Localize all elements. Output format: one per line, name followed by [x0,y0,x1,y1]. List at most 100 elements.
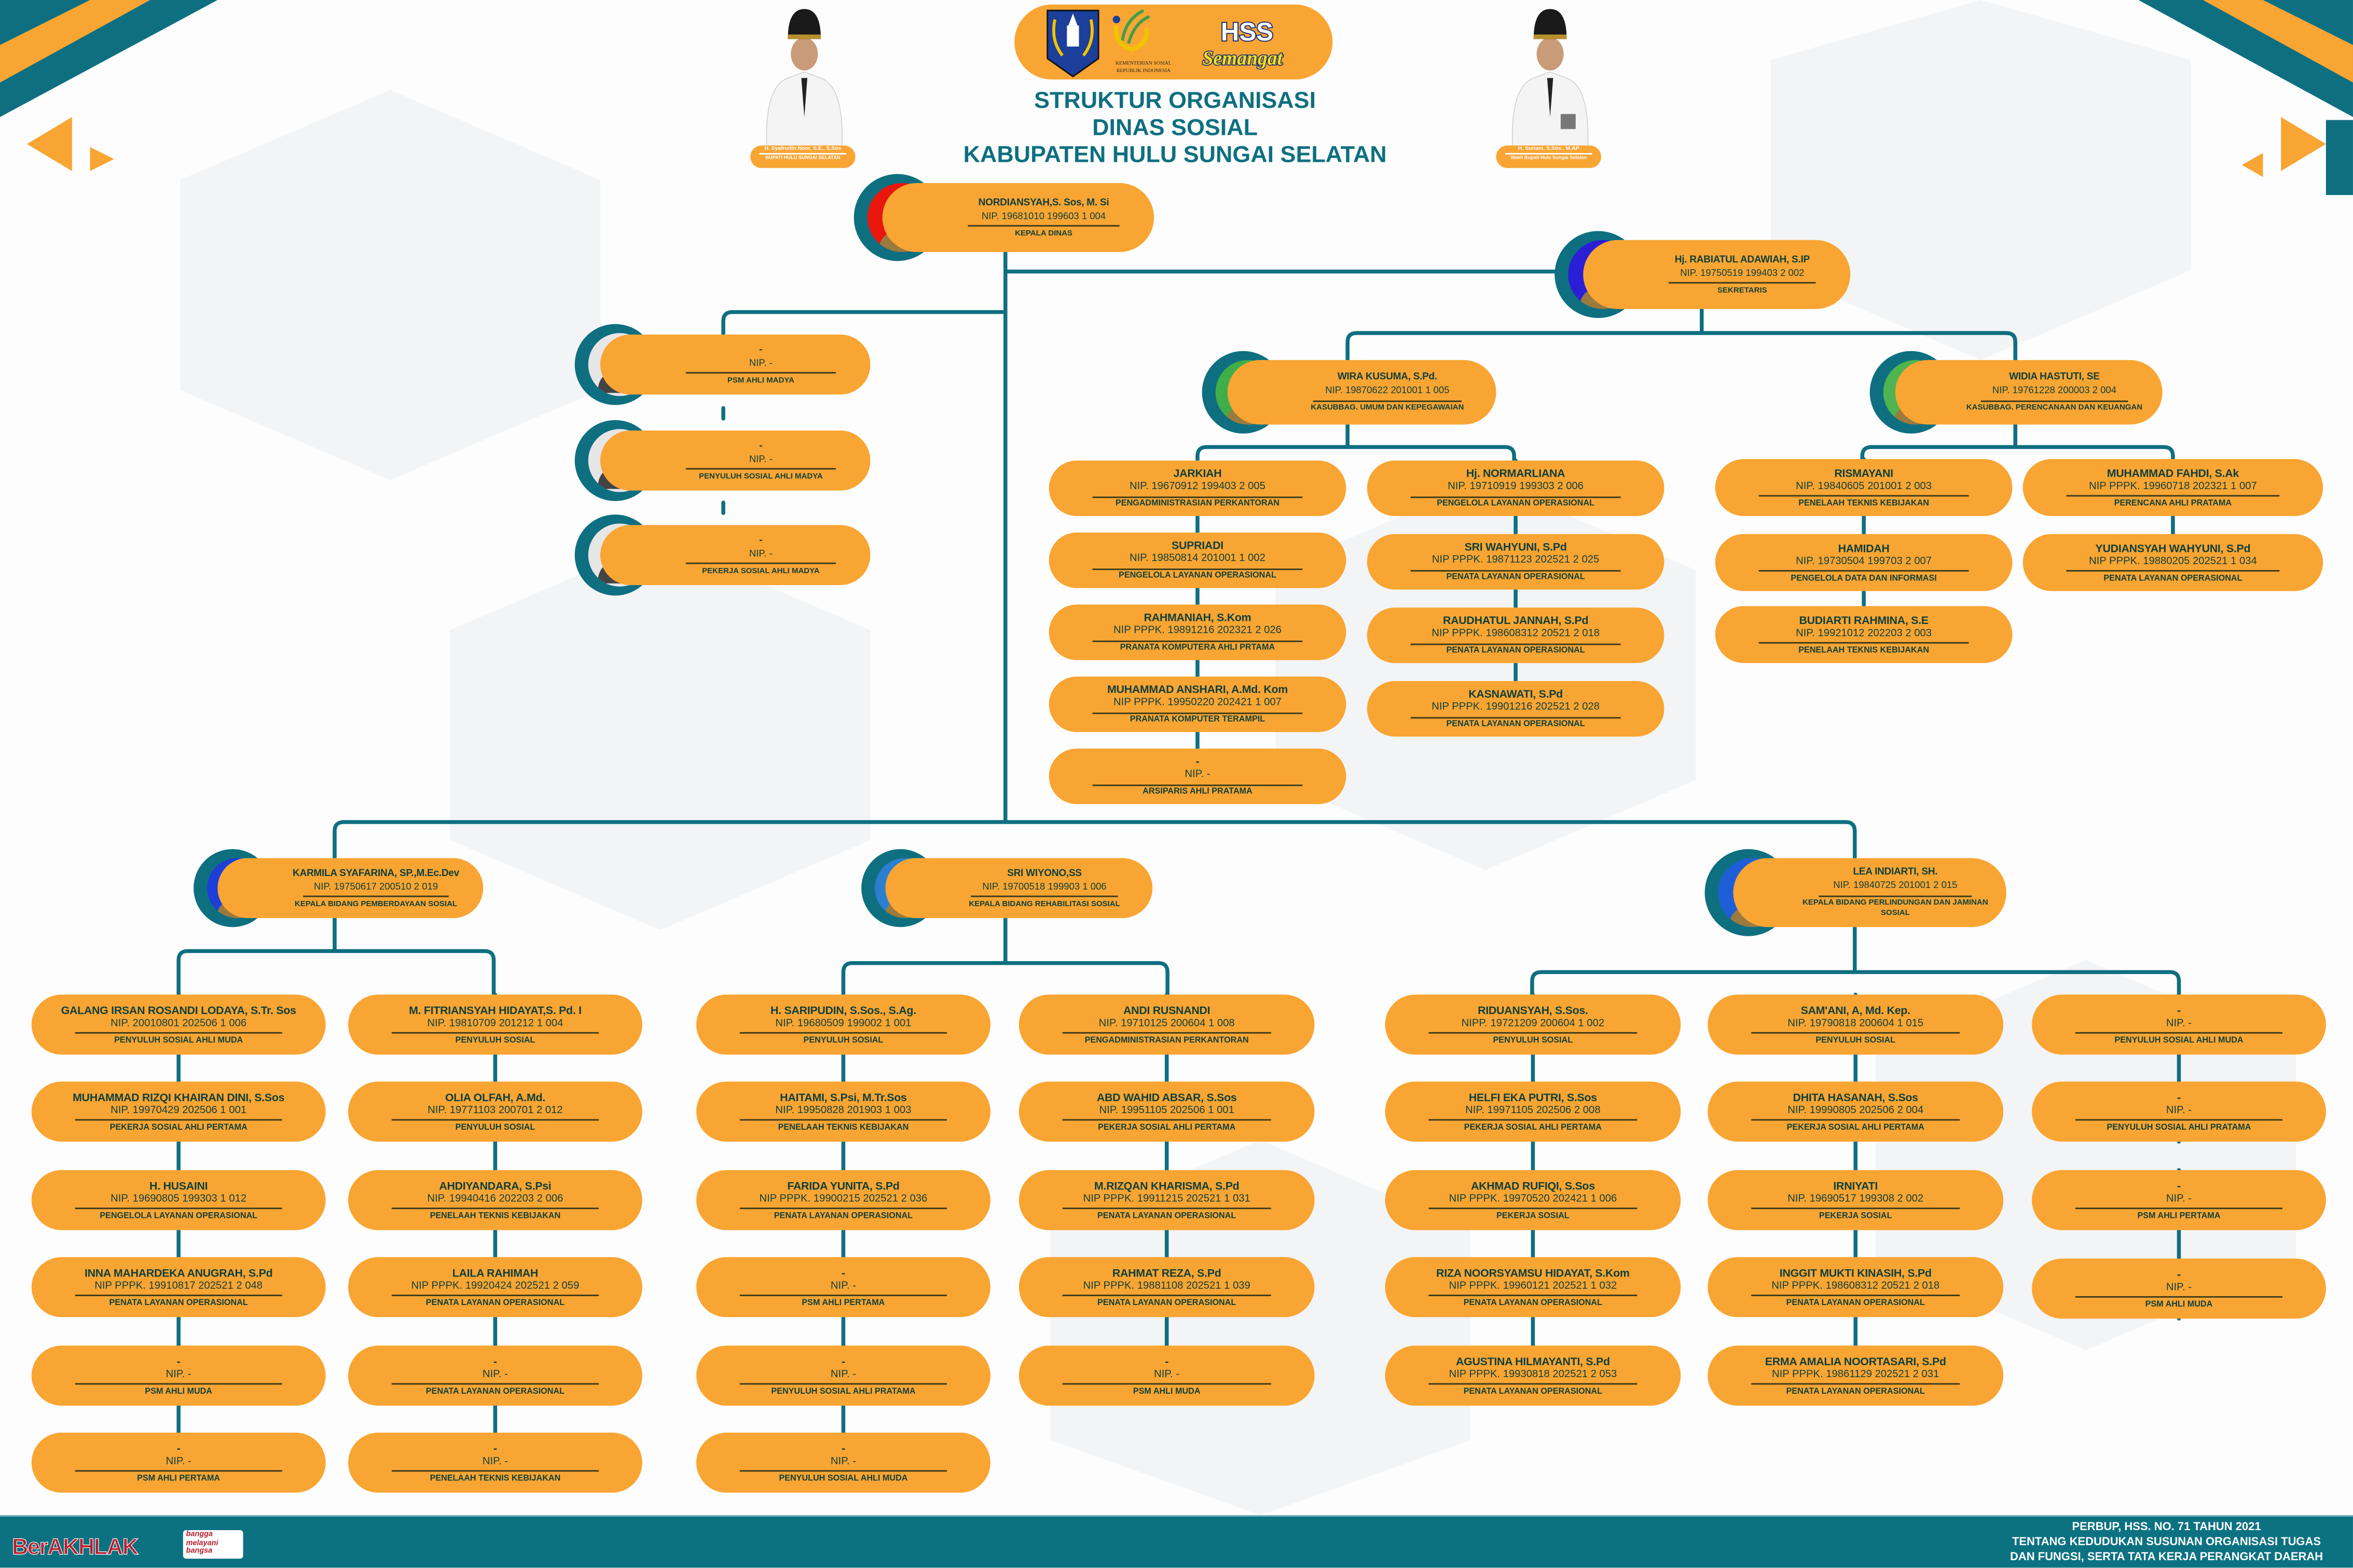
person-position: PENATA LAYANAN OPERASIONAL [1446,720,1585,730]
divider [1428,1383,1637,1385]
berakhlak-logo: BerAKHLAK [12,1534,139,1560]
person-nip: NIP. 19970429 202506 1 001 [111,1105,247,1116]
person-name: RAHMANIAH, S.Kom [1144,610,1251,625]
divider [75,1032,282,1034]
person-nip: NIP PPPK. 198608312 20521 2 018 [1432,629,1600,640]
kemensos-logo-icon [1112,9,1150,52]
person-position: PRANATA KOMPUTER TERAMPIL [1130,716,1265,725]
divider [968,225,1120,227]
divider [75,1383,282,1385]
person-nip: NIP. - [749,454,773,465]
person-name: SRI WIYONO,SS [1007,868,1082,879]
person-position: PEKERJA SOSIAL AHLI PERTAMA [109,1123,247,1132]
divider [685,468,836,470]
person-position: PENELAAH TEKNIS KEBIJAKAN [430,1474,561,1483]
person-position: KASUBBAG. PERENCANAAN DAN KEUANGAN [1966,404,2143,413]
person-position: PENGELOLA LAYANAN OPERASIONAL [1437,499,1595,509]
person-nip: NIP PPPK. 19911215 202521 1 031 [1083,1194,1250,1204]
person-position: PERENCANA AHLI PRATAMA [2114,499,2232,508]
regulation-reference: PERBUP, HSS. NO. 71 TAHUN 2021 TENTANG K… [2010,1520,2323,1564]
page-title-line-3: KABUPATEN HULU SUNGAI SELATAN [963,142,1387,168]
person-nip: NIP. 19761228 200003 2 004 [1992,385,2116,397]
staff-card: -NIP. -PSM AHLI PERTAMA [696,1257,990,1317]
person-nip: NIP. 20010801 202506 1 006 [111,1018,247,1029]
person-position: PENATA LAYANAN OPERASIONAL [425,1298,565,1308]
divider [1313,400,1462,402]
divider [1063,1119,1271,1121]
staff-card: -NIP. -PSM AHLI PERTAMA [31,1433,326,1493]
hss-regency-shield-icon [1047,9,1099,78]
person-name: ERMA AMALIA NOORTASARI, S.Pd [1765,1354,1946,1368]
person-name: DHITA HASANAH, S.Sos [1793,1090,1919,1104]
page-title-line-2: DINAS SOSIAL [1092,115,1258,141]
divider [740,1032,947,1034]
divider [740,1119,947,1121]
person-name: H. SARIPUDIN, S.Sos., S.Ag. [770,1003,916,1017]
person-nip: NIP PPPK. 19960718 202321 1 007 [2088,481,2257,492]
divider [2067,495,2279,497]
person-position: ARSIPARIS AHLI PRATAMA [1143,787,1253,797]
person-nip: NIP PPPK. 19960121 202521 1 032 [1449,1281,1617,1292]
divider [1668,282,1817,284]
person-position: PENGELOLA DATA DAN INFORMASI [1791,574,1937,584]
person-position: PSM AHLI PERTAMA [2137,1212,2221,1221]
person-position: PENATA LAYANAN OPERASIONAL [1097,1298,1236,1308]
person-position: PENYULUH SOSIAL AHLI MUDA [779,1474,908,1483]
person-position: PENYULUH SOSIAL [455,1036,535,1046]
person-name: - [2177,1003,2181,1017]
person-name: MUHAMMAD RIZQI KHAIRAN DINI, S.Sos [73,1090,285,1104]
staff-card: -NIP. -PENELAAH TEKNIS KEBIJAKAN [348,1433,642,1493]
person-position: PENGELOLA LAYANAN OPERASIONAL [1119,572,1276,581]
person-name: - [493,1354,497,1368]
divider [685,563,836,565]
person-nip: NIP. - [2166,1018,2192,1029]
staff-card: H. SARIPUDIN, S.Sos., S.Ag.NIP. 19680509… [696,994,990,1055]
divider [1819,895,1972,897]
bupati-name: H. Syafrudin Noor, S.E., S.Sos [759,146,847,155]
person-nip: NIP. 19840725 201001 2 015 [1833,881,1958,892]
person-name: YUDIANSYAH WAHYUNI, S.Pd [2095,541,2251,555]
corner-decoration-left [0,0,218,171]
person-name: RAHMAT REZA, S.Pd [1112,1266,1221,1280]
person-position: PENYULUH SOSIAL AHLI PRATAMA [2107,1123,2251,1132]
person-position: PENATA LAYANAN OPERASIONAL [1446,573,1585,582]
person-nip: NIP. - [2166,1282,2192,1293]
person-position: PENATA LAYANAN OPERASIONAL [1097,1212,1236,1221]
person-position: PEKERJA SOSIAL AHLI MADYA [702,566,820,576]
staff-card: -NIP. -PEKERJA SOSIAL AHLI MADYA [600,525,871,585]
person-position: PENYULUH SOSIAL AHLI MADYA [698,472,823,481]
divider [2067,570,2279,572]
person-name: - [2177,1178,2181,1192]
person-position: PRANATA KOMPUTERA AHLI PRTAMA [1120,644,1275,653]
person-name: OLIA OLFAH, A.Md. [445,1090,545,1104]
person-position: KEPALA BIDANG PEMBERDAYAAN SOSIAL [294,899,458,909]
staff-card: -NIP. -PENYULUH SOSIAL AHLI MUDA [2032,994,2326,1055]
person-name: MUHAMMAD FAHDI, S.Ak [2107,466,2239,480]
staff-card: -NIP. -PENYULUH SOSIAL AHLI MUDA [696,1433,990,1493]
person-name: WIDIA HASTUTI, SE [2009,372,2100,383]
person-name: INGGIT MUKTI KINASIH, S.Pd [1779,1266,1932,1280]
person-position: PEKERJA SOSIAL AHLI PERTAMA [1786,1123,1924,1132]
person-name: RAUDHATUL JANNAH, S.Pd [1442,614,1589,628]
person-nip: NIP. 19790818 200604 1 015 [1787,1018,1924,1029]
person-name: - [176,1354,181,1368]
person-nip: NIP. - [1154,1369,1180,1380]
person-position: PENATA LAYANAN OPERASIONAL [1463,1298,1603,1308]
person-name: M.RIZQAN KHARISMA, S.Pd [1094,1178,1240,1192]
person-name: - [2177,1090,2181,1104]
divider [740,1383,947,1385]
divider [970,896,1119,898]
staff-card: -NIP. -PSM AHLI MADYA [600,334,871,395]
person-nip: NIP. 19940416 202203 2 006 [427,1194,563,1204]
person-position: PENGELOLA LAYANAN OPERASIONAL [100,1212,258,1221]
